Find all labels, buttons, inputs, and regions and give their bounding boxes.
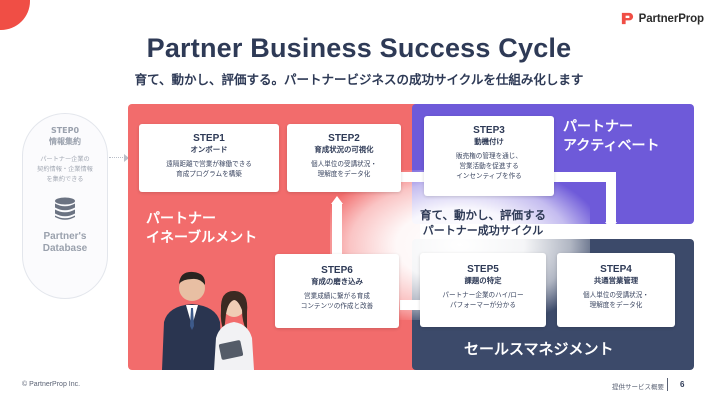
- activation-label: パートナー アクティベート: [563, 119, 660, 154]
- partnerprop-logo-icon: [621, 12, 633, 25]
- page-subtitle: 育て、動かし、評価する。パートナービジネスの成功サイクルを仕組み化します: [134, 72, 584, 87]
- step0-card: STEP0 情報集約 パートナー企業の 契約情報・企業情報 を集約できる Par…: [22, 113, 108, 299]
- page-number: 6: [680, 380, 685, 389]
- database-label: Partner's Database: [42, 231, 88, 254]
- copyright: © PartnerProp Inc.: [22, 381, 81, 388]
- step0-connector-arrow: [124, 154, 129, 162]
- cycle-center-text: 育て、動かし、評価する パートナー成功サイクル: [420, 208, 546, 237]
- step3-card: STEP3 動機付け 販売権の管理を通じ、 営業活動を促進する インセンティブを…: [424, 116, 554, 196]
- step5-card: STEP5 課題の特定 パートナー企業のハイ/ロー パフォーマーが分かる: [420, 253, 546, 327]
- footer-label: 提供サービス概要: [612, 383, 664, 391]
- step0-connector: [109, 157, 127, 159]
- corner-decoration: [0, 0, 30, 30]
- sales-management-label: セールスマネジメント: [464, 340, 614, 358]
- flow-arrow-down-icon: [605, 222, 617, 230]
- brand-name: PartnerProp: [638, 12, 704, 25]
- page-title: Partner Business Success Cycle: [146, 33, 572, 63]
- flow-line-right: [606, 172, 616, 222]
- brand: PartnerProp: [620, 11, 704, 26]
- footer-divider: [667, 378, 668, 391]
- database-icon: [55, 197, 75, 220]
- step4-card: STEP4 共通営業管理 個人単位の受講状況・ 理解度をデータ化: [557, 253, 675, 327]
- step0-title: STEP0 情報集約: [49, 126, 81, 146]
- step0-description: パートナー企業の 契約情報・企業情報 を集約できる: [37, 156, 93, 183]
- step2-card: STEP2 育成状況の可視化 個人単位の受講状況・ 理解度をデータ化: [287, 124, 401, 192]
- business-people-photo: [162, 271, 254, 370]
- step1-card: STEP1 オンボード 遠隔距離で営業が稼働できる 育成プログラムを構築: [139, 124, 279, 192]
- enablement-label: パートナー イネーブルメント: [146, 211, 258, 246]
- step6-card: STEP6 育成の磨き込み 営業成績に繋がる育成 コンテンツの作成と改善: [275, 254, 399, 328]
